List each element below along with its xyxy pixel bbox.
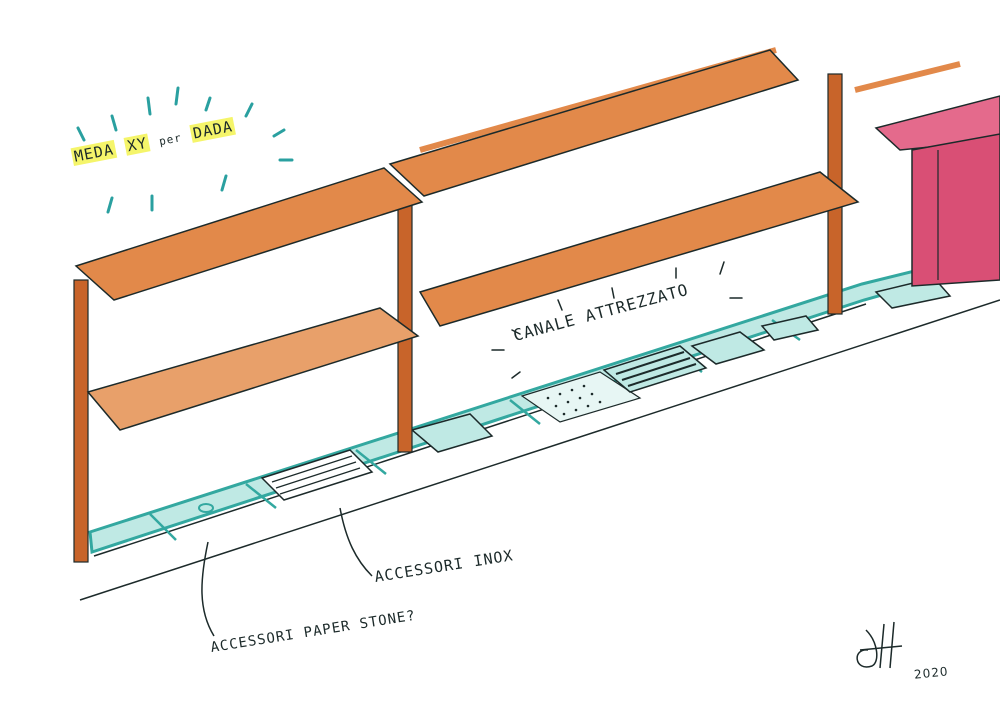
canale-burst-marks [491,261,743,379]
channel-base [79,248,1000,601]
cabinet [874,95,1000,287]
shelf-unit-right [388,49,860,327]
signature [856,621,903,669]
pointer-arrows [201,507,373,637]
shelf-unit-left [73,167,424,563]
burst-marks [76,86,294,214]
